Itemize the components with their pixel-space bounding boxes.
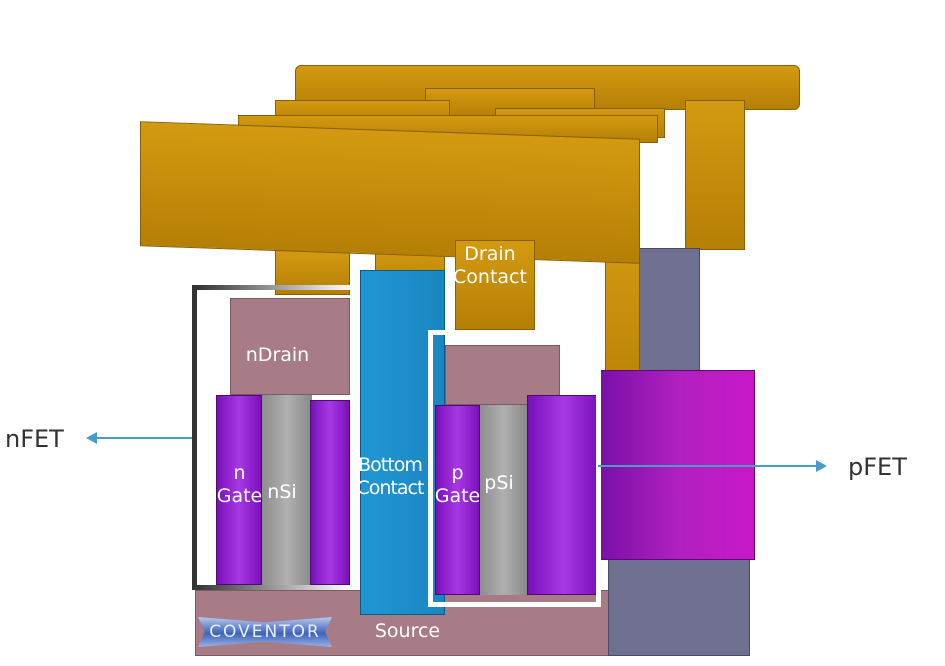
p-gate-label-line2: Gate bbox=[434, 485, 481, 507]
p-gate-label-line1: p bbox=[451, 462, 464, 484]
p-gate-left bbox=[435, 405, 480, 595]
metal-line-back-right-stem bbox=[685, 100, 745, 250]
lower-right-block bbox=[608, 548, 750, 656]
source-label: Source bbox=[374, 620, 441, 642]
nfet-arrow-line bbox=[95, 437, 192, 439]
pfet-arrow-line bbox=[598, 465, 818, 467]
p-si-label: pSi bbox=[484, 472, 514, 494]
nfet-highlight-box bbox=[192, 285, 355, 590]
drain-contact-label-line2: Contact bbox=[453, 266, 527, 288]
p-gate-right bbox=[527, 395, 600, 595]
pfet-arrowhead-icon bbox=[816, 460, 827, 472]
bottom-contact-label-line2: Contact bbox=[356, 477, 425, 499]
nfet-label: nFET bbox=[5, 425, 64, 453]
pfet-highlight-box bbox=[428, 330, 601, 607]
bottom-contact-label: Bottom Contact bbox=[350, 454, 430, 500]
drain-contact-label-line1: Drain bbox=[464, 243, 516, 265]
p-si bbox=[480, 405, 527, 595]
drain-contact-label: Drain Contact bbox=[440, 243, 540, 289]
bottom-contact-label-line1: Bottom bbox=[358, 454, 423, 476]
pfet-label: pFET bbox=[848, 453, 907, 481]
coventor-logo-text: COVENTOR bbox=[209, 622, 321, 642]
metal-line-front bbox=[140, 121, 640, 264]
p-gate-label: p Gate bbox=[430, 462, 485, 508]
nfet-arrowhead-icon bbox=[86, 432, 97, 444]
drain-contact bbox=[455, 240, 535, 330]
